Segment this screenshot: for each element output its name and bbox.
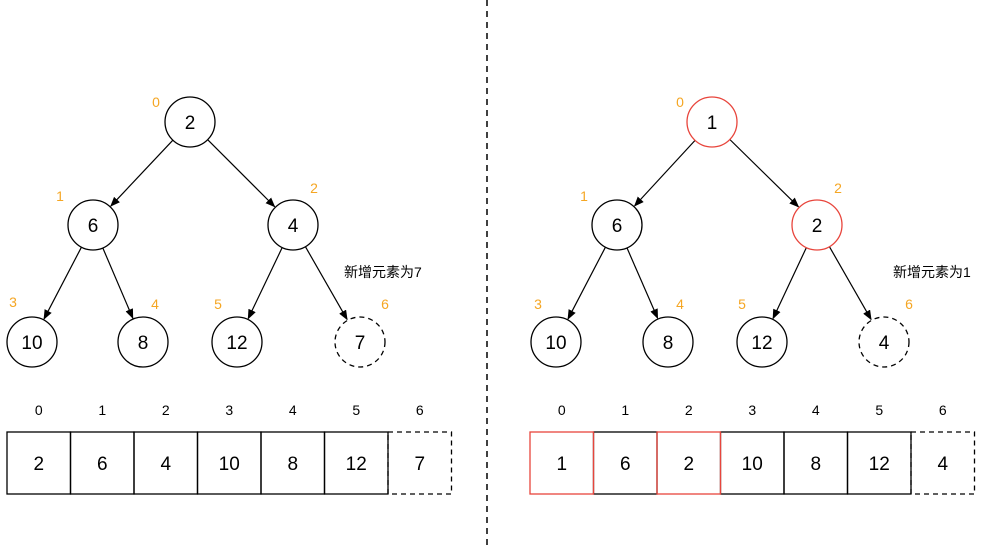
array-cell — [656, 431, 722, 495]
array-index: 0 — [35, 402, 43, 418]
tree-node-value: 12 — [751, 333, 772, 354]
tree-node-circle — [267, 199, 319, 251]
new-element-note: 新增元素为1 — [893, 264, 971, 280]
tree-edge — [207, 139, 276, 208]
array-index: 5 — [352, 402, 360, 418]
tree-node-value: 10 — [21, 333, 42, 354]
tree-node-value: 8 — [663, 333, 674, 354]
new-element-note: 新增元素为7 — [344, 264, 422, 280]
tree-edge — [304, 246, 348, 321]
tree-node-index: 6 — [381, 296, 389, 312]
tree-edge — [772, 247, 807, 320]
array-index: 3 — [748, 402, 756, 418]
tree-node-value: 4 — [879, 333, 890, 354]
tree-node-circle — [736, 316, 788, 368]
array-cell-value: 12 — [346, 454, 367, 475]
array-index: 3 — [225, 402, 233, 418]
array-cell-value: 1 — [556, 454, 567, 475]
array-cell-value: 8 — [810, 454, 821, 475]
array-index: 4 — [812, 402, 820, 418]
array-cell-value: 10 — [742, 454, 763, 475]
tree-node-index: 2 — [310, 180, 318, 196]
tree-node-circle — [164, 96, 216, 148]
array-index: 2 — [162, 402, 170, 418]
array-cell-value: 10 — [219, 454, 240, 475]
tree-edge — [110, 139, 174, 207]
tree-edge — [567, 246, 606, 320]
array-cell — [387, 431, 453, 495]
array-cell-value: 6 — [620, 454, 631, 475]
array-index: 5 — [875, 402, 883, 418]
tree-node-index: 1 — [56, 188, 64, 204]
tree-node-index: 0 — [152, 94, 160, 110]
tree-node-value: 6 — [88, 216, 99, 237]
tree-node-index: 3 — [534, 296, 542, 312]
tree-node-circle — [530, 316, 582, 368]
tree-node-index: 5 — [738, 296, 746, 312]
array-cell — [910, 431, 976, 495]
tree-node-index: 0 — [676, 94, 684, 110]
tree-node-circle — [6, 316, 58, 368]
array-index: 2 — [685, 402, 693, 418]
array-index: 6 — [939, 402, 947, 418]
tree-edge — [729, 139, 800, 208]
tree-node-index: 1 — [580, 188, 588, 204]
tree-node-circle — [117, 316, 169, 368]
tree-edge — [626, 247, 659, 320]
tree-node-value: 2 — [185, 113, 196, 134]
tree-node-circle — [211, 316, 263, 368]
array-cell-value: 6 — [97, 454, 108, 475]
array-cell-value: 2 — [683, 454, 694, 475]
tree-node-value: 1 — [707, 113, 718, 134]
array-cell-value: 4 — [937, 454, 948, 475]
tree-node-value: 8 — [138, 333, 149, 354]
array-cell-value: 7 — [414, 454, 425, 475]
tree-node-index: 3 — [9, 294, 17, 310]
tree-node-circle — [67, 199, 119, 251]
array-index: 0 — [558, 402, 566, 418]
tree-node-circle — [591, 199, 643, 251]
array-index: 6 — [416, 402, 424, 418]
tree-node-value: 10 — [545, 333, 566, 354]
tree-node-circle — [858, 316, 910, 368]
tree-node-value: 7 — [355, 333, 366, 354]
array-cell-value: 4 — [160, 454, 171, 475]
tree-edge — [247, 247, 283, 320]
array-cell-value: 2 — [33, 454, 44, 475]
tree-node-circle — [791, 199, 843, 251]
array-cell — [529, 431, 595, 495]
array-index: 4 — [289, 402, 297, 418]
array-index: 1 — [98, 402, 106, 418]
tree-edge — [43, 246, 82, 320]
tree-node-circle — [334, 316, 386, 368]
tree-node-circle — [686, 96, 738, 148]
tree-node-index: 5 — [214, 296, 222, 312]
tree-node-index: 2 — [834, 180, 842, 196]
tree-node-value: 12 — [226, 333, 247, 354]
tree-edge — [633, 139, 696, 207]
tree-node-index: 6 — [905, 296, 913, 312]
tree-node-value: 6 — [612, 216, 623, 237]
array-index: 1 — [621, 402, 629, 418]
tree-node-circle — [642, 316, 694, 368]
array-cell-value: 12 — [869, 454, 890, 475]
tree-node-value: 2 — [812, 216, 823, 237]
tree-edge — [102, 247, 134, 320]
array-cell-value: 8 — [287, 454, 298, 475]
tree-edge — [828, 246, 872, 321]
tree-node-index: 4 — [676, 296, 684, 312]
tree-node-value: 4 — [288, 216, 299, 237]
tree-node-index: 4 — [151, 296, 159, 312]
